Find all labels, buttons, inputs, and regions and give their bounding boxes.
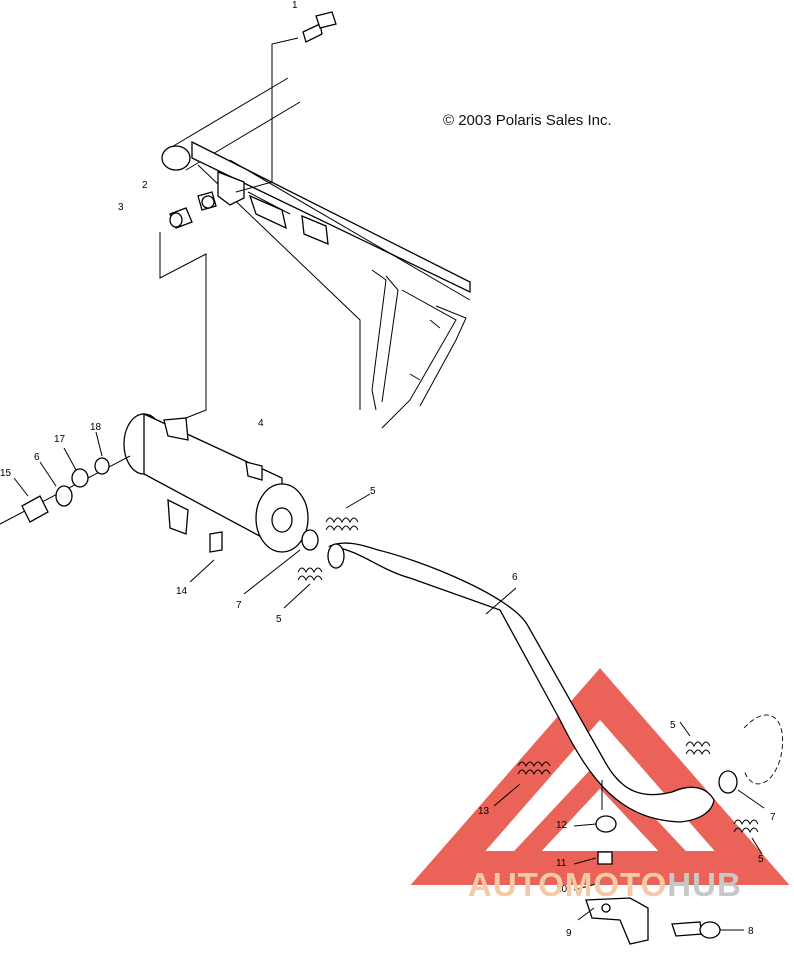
callout-5b: 5 <box>276 614 282 625</box>
copyright-notice: © 2003 Polaris Sales Inc. <box>443 112 612 129</box>
callout-5c: 5 <box>670 720 676 731</box>
bracket-9 <box>577 897 744 945</box>
exhaust-pipe-6 <box>327 542 715 823</box>
callout-11: 11 <box>556 858 567 869</box>
callout-3: 3 <box>118 202 124 213</box>
callout-labels: 1 2 3 4 5 5 5 5 6 6 7 7 8 9 10 11 12 13 … <box>0 0 776 939</box>
springs-upper <box>243 493 371 609</box>
stud-14 <box>189 531 223 583</box>
callout-7b: 7 <box>770 812 776 823</box>
callout-5a: 5 <box>370 486 376 497</box>
bolt-1 <box>235 11 337 193</box>
callout-15: 15 <box>0 468 12 479</box>
parts-2-3 <box>159 191 217 419</box>
watermark-part2: HUB <box>667 866 742 903</box>
callout-2: 2 <box>142 180 148 191</box>
springs-lower <box>493 714 784 855</box>
callout-4: 4 <box>258 418 264 429</box>
callout-14: 14 <box>176 586 188 597</box>
callout-6b: 6 <box>34 452 40 463</box>
callout-12: 12 <box>556 820 568 831</box>
callout-1: 1 <box>292 0 298 11</box>
callout-7a: 7 <box>236 600 242 611</box>
callout-18: 18 <box>90 422 102 433</box>
watermark-text: AUTOMOTOHUB <box>468 866 742 904</box>
callout-9: 9 <box>566 928 572 939</box>
callout-8: 8 <box>748 926 754 937</box>
callout-5d: 5 <box>758 854 764 865</box>
muffler-4 <box>123 412 309 553</box>
watermark-logo <box>410 668 790 885</box>
mount-hardware <box>573 780 617 891</box>
callout-10: 10 <box>556 884 568 895</box>
left-hardware <box>0 431 131 525</box>
callout-17: 17 <box>54 434 66 445</box>
callout-13: 13 <box>478 806 490 817</box>
watermark-part1: AUTOMOTO <box>468 866 668 903</box>
frame <box>161 77 471 429</box>
callout-6a: 6 <box>512 572 518 583</box>
